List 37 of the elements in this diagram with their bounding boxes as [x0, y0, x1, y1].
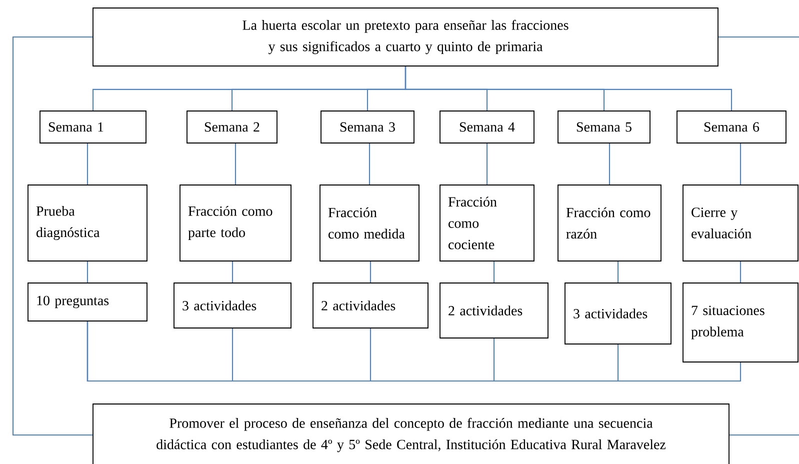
topic-box: Fracción como parte todo	[180, 184, 292, 262]
topic-box: Cierre y evaluación	[682, 184, 798, 262]
connector-line	[718, 36, 799, 38]
connector-line	[232, 261, 234, 283]
connector-line	[740, 143, 742, 185]
connector-line	[12, 36, 93, 436]
connector-line	[493, 261, 495, 283]
week-box: Semana 1	[40, 110, 146, 144]
topic-box: Prueba diagnóstica	[28, 184, 148, 262]
connector-line	[86, 261, 88, 283]
connector-line	[729, 434, 799, 436]
topic-box: Fracción como medida	[320, 184, 420, 262]
connector-line	[86, 143, 88, 185]
activity-box: 2 actividades	[312, 282, 428, 328]
connector-line	[234, 143, 236, 185]
connector-line	[740, 261, 742, 283]
connector-line	[368, 143, 370, 185]
connector-line	[486, 143, 488, 185]
connector-line	[617, 261, 619, 283]
connector-line	[370, 261, 372, 283]
topic-box: Fracción como razón	[558, 184, 662, 262]
activity-box: 3 actividades	[564, 282, 672, 344]
activity-box: 2 actividades	[440, 282, 548, 338]
week-box: Semana 4	[440, 110, 534, 144]
week-box: Semana 2	[186, 110, 278, 144]
activity-box: 3 actividades	[174, 282, 292, 328]
connector-line	[86, 321, 742, 382]
activity-box: 10 preguntas	[28, 282, 148, 322]
week-box: Semana 3	[320, 110, 414, 144]
week-box: Semana 6	[676, 110, 786, 144]
title-box: La huerta escolar un pretexto para enseñar las fracciones y sus significados a cuarto y quinto de primaria	[92, 8, 718, 66]
connector-line	[608, 143, 610, 185]
week-box: Semana 5	[558, 110, 650, 144]
objective-box: Promover el proceso de enseñanza del concepto de fracción mediante una secuencia didáctica con estudiantes de 4º y 5º Sede Central, Institución Educativa Rural Maravelez	[92, 404, 730, 464]
connector-line	[404, 66, 732, 111]
activity-box: 7 situaciones problema	[682, 282, 798, 362]
topic-box: Fracción como cociente	[440, 184, 534, 262]
